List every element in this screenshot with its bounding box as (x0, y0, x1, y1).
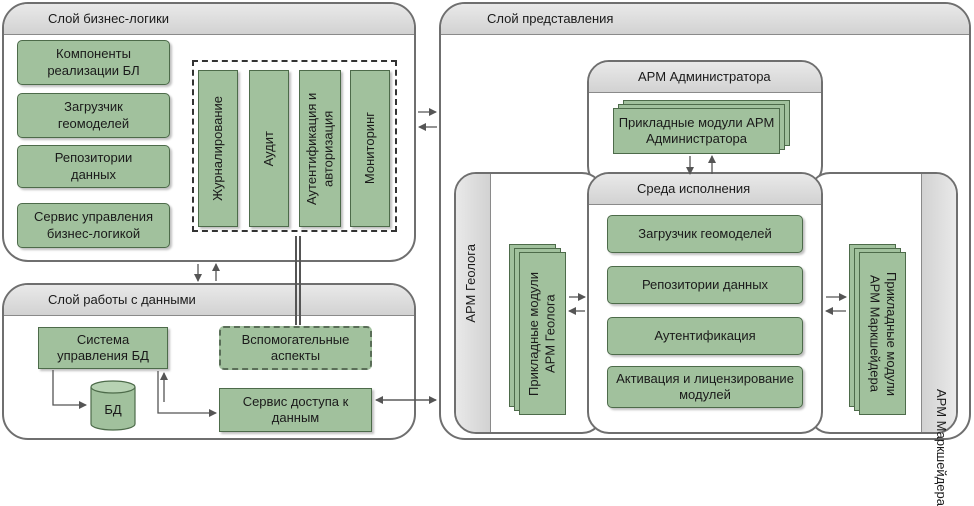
monitoring-box: Мониторинг (350, 70, 390, 227)
presentation-layer-title: Слой представления (487, 11, 614, 26)
runtime-data-repositories-box: Репозитории данных (607, 266, 803, 304)
database-label: БД (104, 402, 122, 417)
geologist-modules-box: Прикладные модули АРМ Геолога (519, 252, 566, 415)
logging-box: Журналирование (198, 70, 238, 227)
connector-arrows (52, 108, 847, 417)
database-cylinder: БД (89, 380, 137, 432)
arrow-dbms-to-db (52, 370, 87, 409)
admin-workstation-title: АРМ Администратора (638, 69, 771, 84)
runtime-geomodel-loader-box: Загрузчик геомоделей (607, 215, 803, 253)
database-icon (90, 380, 136, 431)
auxiliary-aspects-box: Вспомогательные аспекты (219, 326, 372, 370)
admin-modules-box: Прикладные модули АРМ Администратора (613, 108, 780, 154)
arrow-dbms-to-data-access (157, 371, 217, 417)
bl-management-service-box: Сервис управления бизнес-логикой (17, 203, 170, 248)
data-access-layer-title: Слой работы с данными (48, 292, 196, 307)
bl-geomodel-loader-box: Загрузчик геомоделей (17, 93, 170, 138)
bl-data-repositories-box: Репозитории данных (17, 145, 170, 188)
audit-box: Аудит (249, 70, 289, 227)
runtime-environment-title: Среда исполнения (637, 181, 751, 196)
dbms-box: Система управления БД (38, 327, 168, 369)
business-logic-layer-title: Слой бизнес-логики (48, 11, 170, 26)
bl-implementation-components-box: Компоненты реализации БЛ (17, 40, 170, 85)
runtime-authentication-box: Аутентификация (607, 317, 803, 355)
crosscutting-concerns-frame (192, 60, 397, 232)
authentication-authorization-box: Аутентификация и авторизация (299, 70, 341, 227)
runtime-activation-licensing-box: Активация и лицензирование модулей (607, 366, 803, 408)
surveyor-modules-box: Прикладные модули АРМ Маркшейдера (859, 252, 906, 415)
data-access-service-box: Сервис доступа к данным (219, 388, 372, 432)
